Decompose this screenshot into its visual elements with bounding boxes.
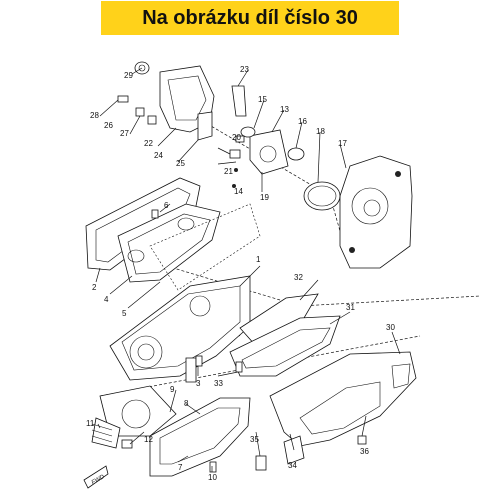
label-24: 24 [154, 151, 163, 160]
title-banner: Na obrázku díl číslo 30 [101, 1, 399, 35]
label-13: 13 [280, 105, 289, 114]
label-33: 33 [214, 379, 223, 388]
label-25: 25 [176, 159, 185, 168]
label-8: 8 [184, 399, 189, 408]
label-35: 35 [250, 435, 259, 444]
label-6: 6 [164, 201, 169, 210]
fasteners [151, 168, 243, 373]
label-28: 28 [90, 111, 99, 120]
label-22: 22 [144, 139, 153, 148]
clutch-cover-assembly [117, 61, 247, 141]
leader-lines [95, 67, 401, 472]
label-10: 10 [208, 473, 217, 482]
label-19: 19 [260, 193, 269, 202]
label-17: 17 [338, 139, 347, 148]
gasket-plates [85, 177, 261, 291]
crankcase-cover [109, 275, 251, 383]
side-covers [229, 293, 417, 447]
label-11: 11 [86, 419, 95, 428]
label-32: 32 [294, 273, 303, 282]
label-18: 18 [316, 127, 325, 136]
label-16: 16 [298, 117, 307, 126]
label-2: 2 [92, 283, 97, 292]
label-3: 3 [196, 379, 201, 388]
label-21: 21 [224, 167, 233, 176]
crankcase-assembly [229, 126, 413, 269]
label-7: 7 [178, 463, 183, 472]
label-30: 30 [386, 323, 395, 332]
label-34: 34 [288, 461, 297, 470]
label-1: 1 [256, 255, 261, 264]
label-20: 20 [232, 133, 241, 142]
label-5: 5 [122, 309, 127, 318]
airbox-assembly [91, 385, 367, 477]
label-15: 15 [258, 95, 267, 104]
label-23: 23 [240, 65, 249, 74]
label-14: 14 [234, 187, 243, 196]
label-9: 9 [170, 385, 175, 394]
label-12: 12 [144, 435, 153, 444]
part-labels: 29 23 28 26 27 15 13 16 18 17 20 22 24 2… [86, 65, 395, 482]
label-36: 36 [360, 447, 369, 456]
label-31: 31 [346, 303, 355, 312]
banner-title: Na obrázku díl číslo 30 [142, 6, 358, 29]
direction-badge: FWD [83, 465, 109, 489]
label-26: 26 [104, 121, 113, 130]
label-27: 27 [120, 129, 129, 138]
exploded-parts-diagram: 29 23 28 26 27 15 13 16 18 17 20 22 24 2… [83, 61, 481, 489]
label-29: 29 [124, 71, 133, 80]
label-4: 4 [104, 295, 109, 304]
side-cover-30 [269, 351, 417, 447]
